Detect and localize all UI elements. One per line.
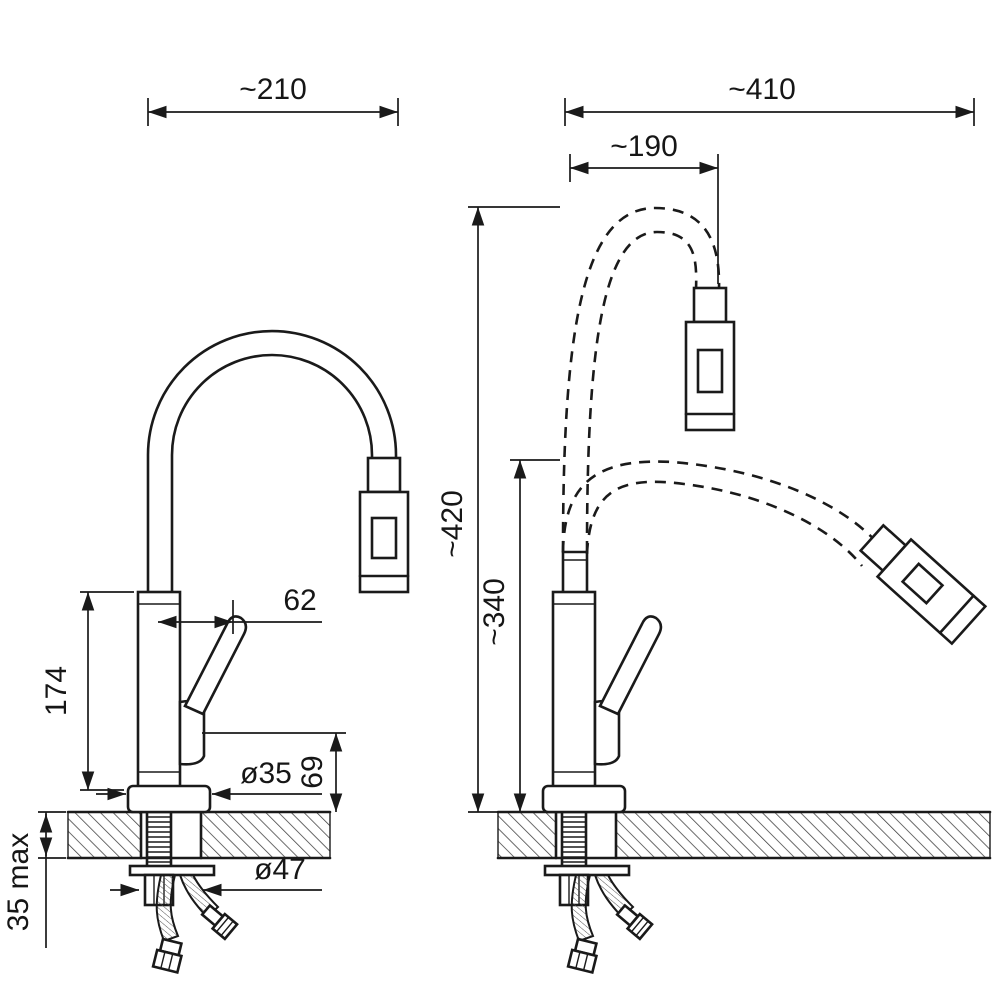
dim-body-height: 174 [40, 591, 134, 791]
left-hose-fitting-b [200, 903, 239, 941]
right-mounting-assembly [543, 810, 654, 975]
left-washer [128, 864, 216, 877]
right-view: ~410 ~190 ~420 ~340 [436, 73, 992, 975]
left-hose-fitting-a [151, 937, 184, 975]
left-faucet-base-flange [126, 784, 212, 814]
right-spray-head-up [684, 286, 736, 432]
left-faucet [126, 329, 410, 814]
dim-spout-offset: 62 [158, 584, 322, 634]
right-hose-out-outer [561, 460, 881, 553]
left-supply-hoses [151, 874, 239, 975]
left-dimensions: ~210 62 174 ø35 69 [2, 73, 399, 948]
dim-label-height-upper: ~420 [436, 490, 469, 558]
dim-label-base-diameter: ø35 [240, 757, 292, 790]
dim-total-width: ~410 [564, 73, 975, 126]
dim-label-height-lower: ~340 [478, 578, 511, 646]
left-spray-head-neck [366, 456, 402, 494]
left-mounting-assembly [128, 810, 239, 975]
dim-label-total-width: ~410 [728, 73, 796, 106]
dim-label-hole-diameter: ø47 [254, 853, 306, 886]
dim-label-base-height: 69 [296, 755, 329, 788]
dim-label-counter-thickness: 35 max [2, 833, 35, 931]
left-thread-ticks [147, 816, 171, 863]
right-thread-ticks [562, 816, 586, 863]
left-spout-tube-inner [170, 353, 374, 598]
dim-base-height: 69 [202, 732, 346, 812]
right-handle-lever [598, 615, 663, 716]
dim-label-spout-offset: 62 [283, 584, 316, 617]
right-hose-fitting-b [615, 903, 654, 941]
right-spray-head-out [858, 523, 988, 646]
right-faucet-base-flange [541, 784, 627, 814]
left-spout-tube-outer [146, 329, 398, 598]
left-view: ~210 62 174 ø35 69 [2, 73, 410, 975]
right-dimensions: ~410 ~190 ~420 ~340 [436, 73, 975, 813]
right-washer [543, 864, 631, 877]
dim-spout-reach: ~190 [569, 130, 719, 284]
dim-base-diameter: ø35 [96, 757, 322, 801]
right-hose-up-outer [561, 206, 721, 553]
right-hose-fitting-a [566, 937, 599, 975]
dim-label-left-width: ~210 [239, 73, 307, 106]
dim-left-width: ~210 [147, 73, 399, 126]
right-hose-up-inner [585, 230, 698, 553]
right-faucet-body [551, 590, 597, 792]
dim-label-body-height: 174 [40, 666, 73, 716]
dim-height-upper: ~420 [436, 206, 560, 813]
right-faucet [541, 206, 988, 814]
left-handle-lever [183, 615, 248, 716]
dim-label-spout-reach: ~190 [610, 130, 678, 163]
right-supply-hoses [566, 874, 654, 975]
dim-hole-diameter: ø47 [110, 853, 322, 897]
left-spray-head-window [370, 516, 398, 560]
dim-height-lower: ~340 [478, 459, 560, 812]
dim-counter-thickness: 35 max [2, 811, 66, 948]
right-hose-out-inner [585, 480, 864, 567]
